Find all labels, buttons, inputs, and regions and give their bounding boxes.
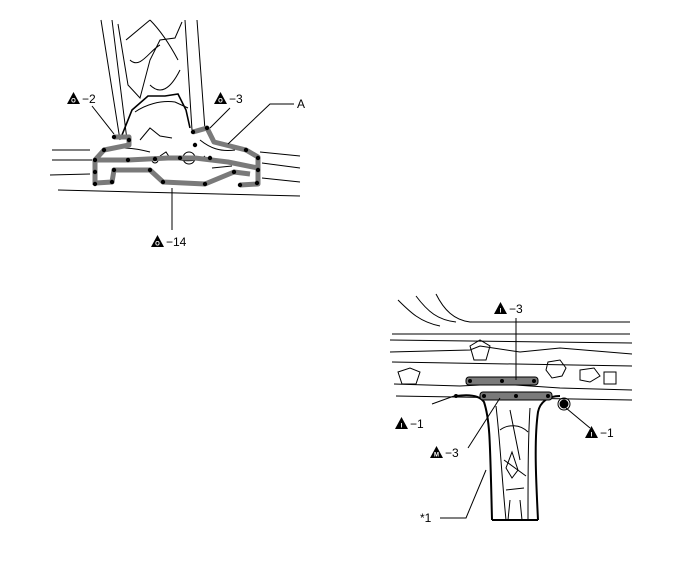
- bottom-figure: [389, 293, 633, 521]
- bottom-leader-i-1-right: [565, 407, 591, 429]
- part-label-a: A: [297, 97, 305, 111]
- top-leader-3: [209, 107, 231, 129]
- weld-symbol-letter: O: [218, 99, 223, 105]
- callout-text: −1: [410, 417, 424, 431]
- top-weld-band-lower: [95, 167, 251, 187]
- weld-dot: [243, 147, 249, 153]
- weld-symbol-triangle: [585, 426, 598, 438]
- weld-dot: [482, 394, 486, 398]
- weld-dot: [147, 167, 153, 173]
- callout-text: −2: [82, 92, 96, 106]
- note-label: *1: [420, 511, 432, 525]
- weld-dot: [202, 181, 208, 187]
- weld-dot: [207, 155, 213, 161]
- weld-symbol-triangle: [151, 235, 164, 247]
- callout-i-1-left: I −1: [395, 417, 424, 431]
- weld-dot: [532, 379, 536, 383]
- weld-dot: [177, 155, 183, 161]
- bottom-weld-dots: [454, 379, 550, 398]
- weld-symbol-letter: O: [155, 242, 160, 248]
- callout-text: −3: [445, 446, 459, 460]
- callout-o-14: O −14: [151, 235, 187, 249]
- weld-dot: [109, 179, 115, 185]
- weld-symbol-letter: I: [401, 424, 403, 430]
- bottom-pillar-inner: [495, 405, 531, 521]
- callout-m-3: M −3: [430, 446, 459, 460]
- callout-o-3: O −3: [214, 92, 243, 106]
- weld-dot: [500, 379, 504, 383]
- top-leader-2: [91, 105, 115, 135]
- weld-symbol-triangle: [395, 417, 408, 429]
- weld-dot: [514, 394, 518, 398]
- weld-symbol-letter: I: [591, 433, 593, 439]
- bottom-hole-right: [559, 399, 569, 409]
- bottom-roof-lines: [389, 293, 633, 344]
- callout-text: −3: [509, 302, 523, 316]
- top-leader-A: [227, 103, 294, 145]
- weld-symbol-letter: M: [434, 453, 439, 459]
- callout-i-3: I −3: [494, 302, 523, 316]
- top-weld-dots: [92, 125, 261, 188]
- bottom-leader-note: [440, 469, 487, 519]
- weld-dot: [255, 167, 261, 173]
- weld-dot: [254, 180, 260, 186]
- weld-dot: [126, 137, 132, 143]
- weld-dot: [192, 142, 198, 148]
- top-weld-band-left: [92, 134, 132, 185]
- weld-dot: [190, 129, 196, 135]
- weld-dot: [231, 169, 237, 175]
- weld-dot: [92, 157, 98, 163]
- weld-dot: [101, 147, 107, 153]
- weld-symbol-triangle: [494, 302, 507, 314]
- weld-dot: [111, 167, 117, 173]
- callout-o-2: O −2: [67, 92, 96, 106]
- weld-symbol-triangle: [67, 92, 80, 104]
- callout-text: −14: [166, 235, 187, 249]
- top-pillar-inner: [117, 19, 189, 113]
- weld-symbol-triangle: [214, 92, 227, 104]
- weld-dot: [255, 155, 261, 161]
- weld-dot: [125, 157, 131, 163]
- top-figure: [49, 19, 301, 230]
- weld-dot: [454, 394, 458, 398]
- bottom-pillar-outer: [455, 394, 561, 521]
- weld-dot: [546, 394, 550, 398]
- weld-symbol-triangle: [430, 446, 443, 458]
- top-pillar-cutout: [121, 93, 191, 136]
- top-body-rail: [49, 149, 301, 197]
- bottom-leader-m-3: [467, 397, 501, 449]
- top-plate-details: [104, 127, 236, 171]
- top-weld-bands: [92, 125, 261, 188]
- top-pillar-outline: [100, 19, 206, 141]
- weld-dot: [152, 156, 158, 162]
- weld-dot: [111, 134, 117, 140]
- callout-text: −3: [229, 92, 243, 106]
- callout-text: −1: [600, 426, 614, 440]
- bottom-leader-i-1-left: [431, 395, 455, 405]
- weld-dot: [92, 181, 98, 187]
- bottom-hole-right-ring: [557, 397, 571, 411]
- weld-symbol-letter: O: [71, 99, 76, 105]
- callout-i-1-right: I −1: [585, 426, 614, 440]
- weld-dot: [237, 182, 243, 188]
- weld-symbol-letter: I: [500, 309, 502, 315]
- bottom-rail-contours: [389, 339, 633, 401]
- weld-dot: [92, 169, 98, 175]
- weld-dot: [160, 179, 166, 185]
- weld-dot: [204, 125, 210, 131]
- weld-dot: [468, 379, 472, 383]
- top-weld-band-mid: [96, 155, 259, 171]
